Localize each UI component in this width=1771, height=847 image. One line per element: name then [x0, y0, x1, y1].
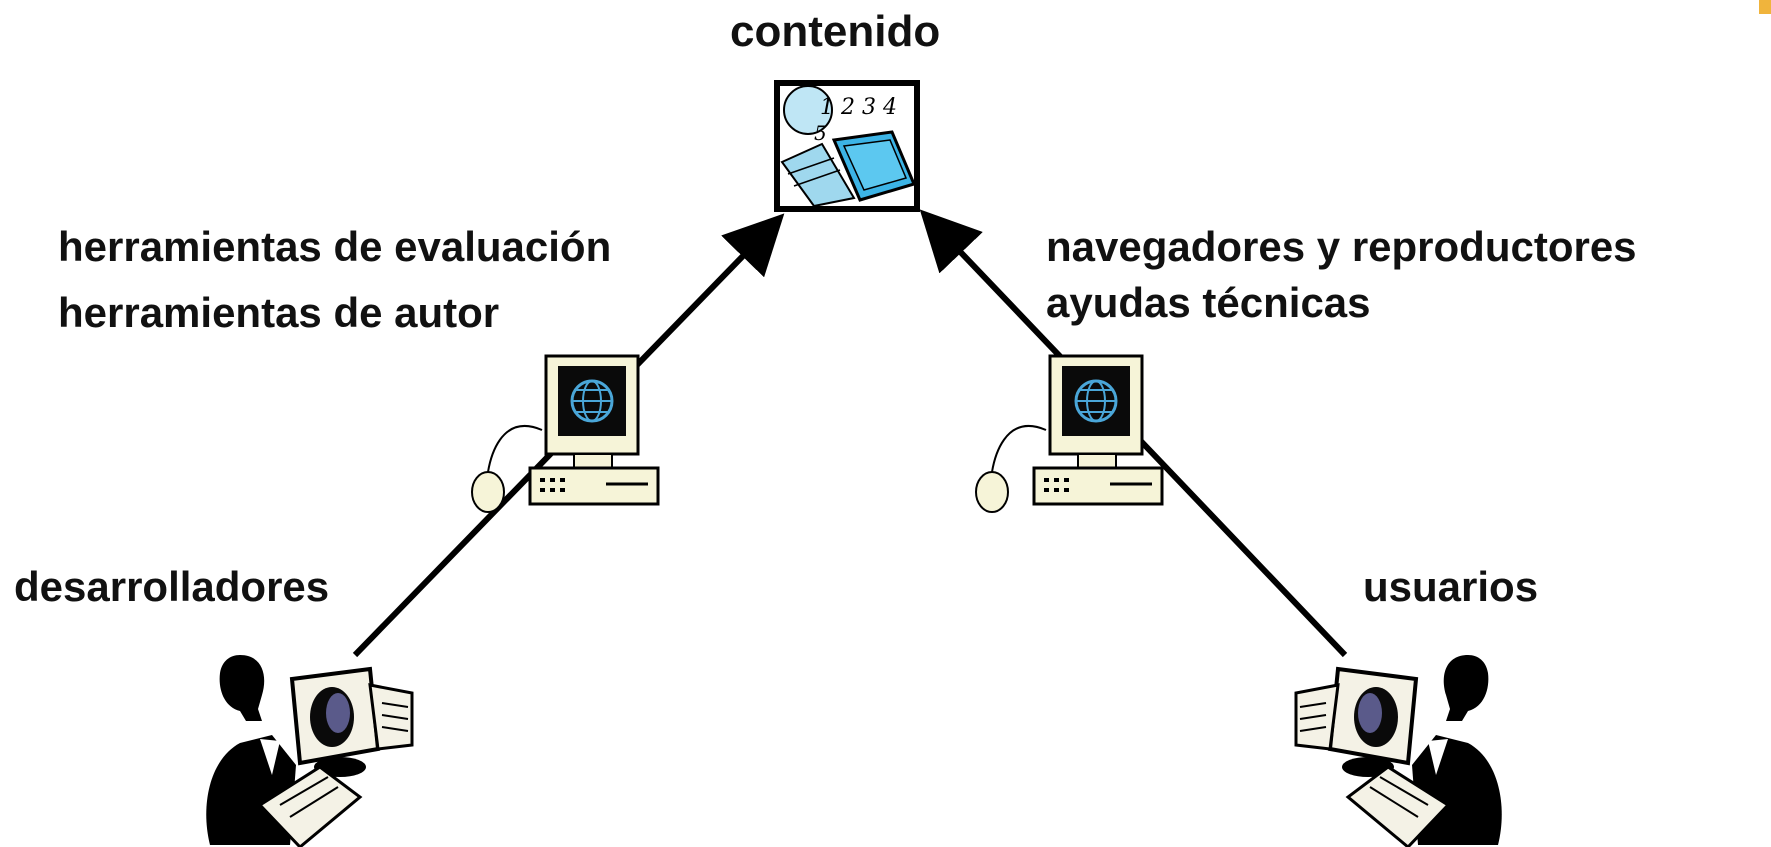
users-label: usuarios [1363, 563, 1539, 610]
left-edge-label-2: herramientas de autor [58, 289, 500, 336]
person-at-computer-icon [206, 655, 414, 847]
developers-label: desarrolladores [14, 563, 330, 610]
corner-accent [1759, 0, 1771, 14]
desktop-computer-icon [471, 354, 660, 513]
content-book-icon: 1 2 3 4 5 [774, 80, 920, 212]
svg-text:5: 5 [814, 121, 827, 145]
svg-text:1 2 3 4: 1 2 3 4 [820, 95, 897, 120]
left-edge-label-1: herramientas de evaluación [58, 223, 612, 270]
right-edge-label-2: ayudas técnicas [1046, 279, 1371, 326]
right-edge-label-1: navegadores y reproductores [1046, 223, 1637, 270]
content-label: contenido [730, 7, 941, 56]
desktop-computer-icon [975, 354, 1164, 513]
person-at-computer-icon [1294, 655, 1502, 847]
